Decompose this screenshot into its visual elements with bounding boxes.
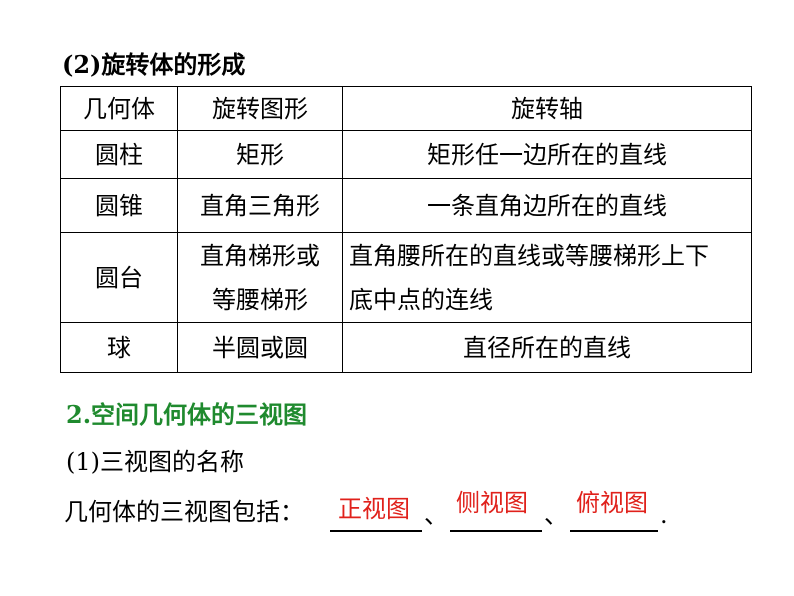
table-cell: 直角腰所在的直线或等腰梯形上下 底中点的连线: [342, 232, 752, 323]
table-cell: 矩形: [177, 130, 343, 179]
table-header-cell: 几何体: [60, 86, 178, 131]
table-header-cell: 旋转轴: [342, 86, 752, 131]
answer-blank-3: [570, 530, 658, 532]
cell-line: 直角腰所在的直线或等腰梯形上下: [349, 241, 709, 270]
rotation-body-table: 几何体 旋转图形 旋转轴 圆柱 矩形 矩形任一边所在的直线 圆锥 直角三角形 一…: [60, 86, 752, 373]
cell-line: 直角梯形或: [200, 241, 320, 270]
table-row: 圆台 直角梯形或 等腰梯形 直角腰所在的直线或等腰梯形上下 底中点的连线: [60, 232, 752, 323]
answer-top-view: 俯视图: [576, 489, 648, 517]
answer-front-view: 正视图: [338, 495, 410, 523]
subsection-title: (1)三视图的名称: [66, 448, 244, 476]
cell-line: 等腰梯形: [212, 285, 308, 314]
table-cell: 直径所在的直线: [342, 322, 752, 373]
section-heading: (2)旋转体的形成: [62, 50, 246, 79]
table-cell: 矩形任一边所在的直线: [342, 130, 752, 179]
answer-side-view: 侧视图: [456, 489, 528, 517]
table-cell: 圆台: [60, 232, 178, 323]
three-views-sentence: 几何体的三视图包括：: [64, 492, 304, 532]
answer-blank-2: [450, 530, 542, 532]
table-cell: 圆柱: [60, 130, 178, 179]
table-cell: 球: [60, 322, 178, 373]
table-cell: 圆锥: [60, 178, 178, 233]
sentence-prefix: 几何体的三视图包括：: [64, 498, 304, 526]
table-row: 圆柱 矩形 矩形任一边所在的直线: [60, 130, 752, 179]
table-row: 球 半圆或圆 直径所在的直线: [60, 322, 752, 373]
table-cell: 一条直角边所在的直线: [342, 178, 752, 233]
table-row: 圆锥 直角三角形 一条直角边所在的直线: [60, 178, 752, 233]
table-header-cell: 旋转图形: [177, 86, 343, 131]
table-cell: 直角三角形: [177, 178, 343, 233]
separator: 、: [544, 501, 568, 529]
table-cell: 直角梯形或 等腰梯形: [177, 232, 343, 323]
table-cell: 半圆或圆: [177, 322, 343, 373]
separator: 、: [424, 501, 448, 529]
cell-line: 底中点的连线: [349, 285, 493, 314]
answer-blank-1: [330, 530, 422, 532]
table-header-row: 几何体 旋转图形 旋转轴: [60, 86, 752, 131]
section-2-title: 2.空间几何体的三视图: [66, 400, 308, 429]
sentence-end: .: [660, 501, 668, 529]
